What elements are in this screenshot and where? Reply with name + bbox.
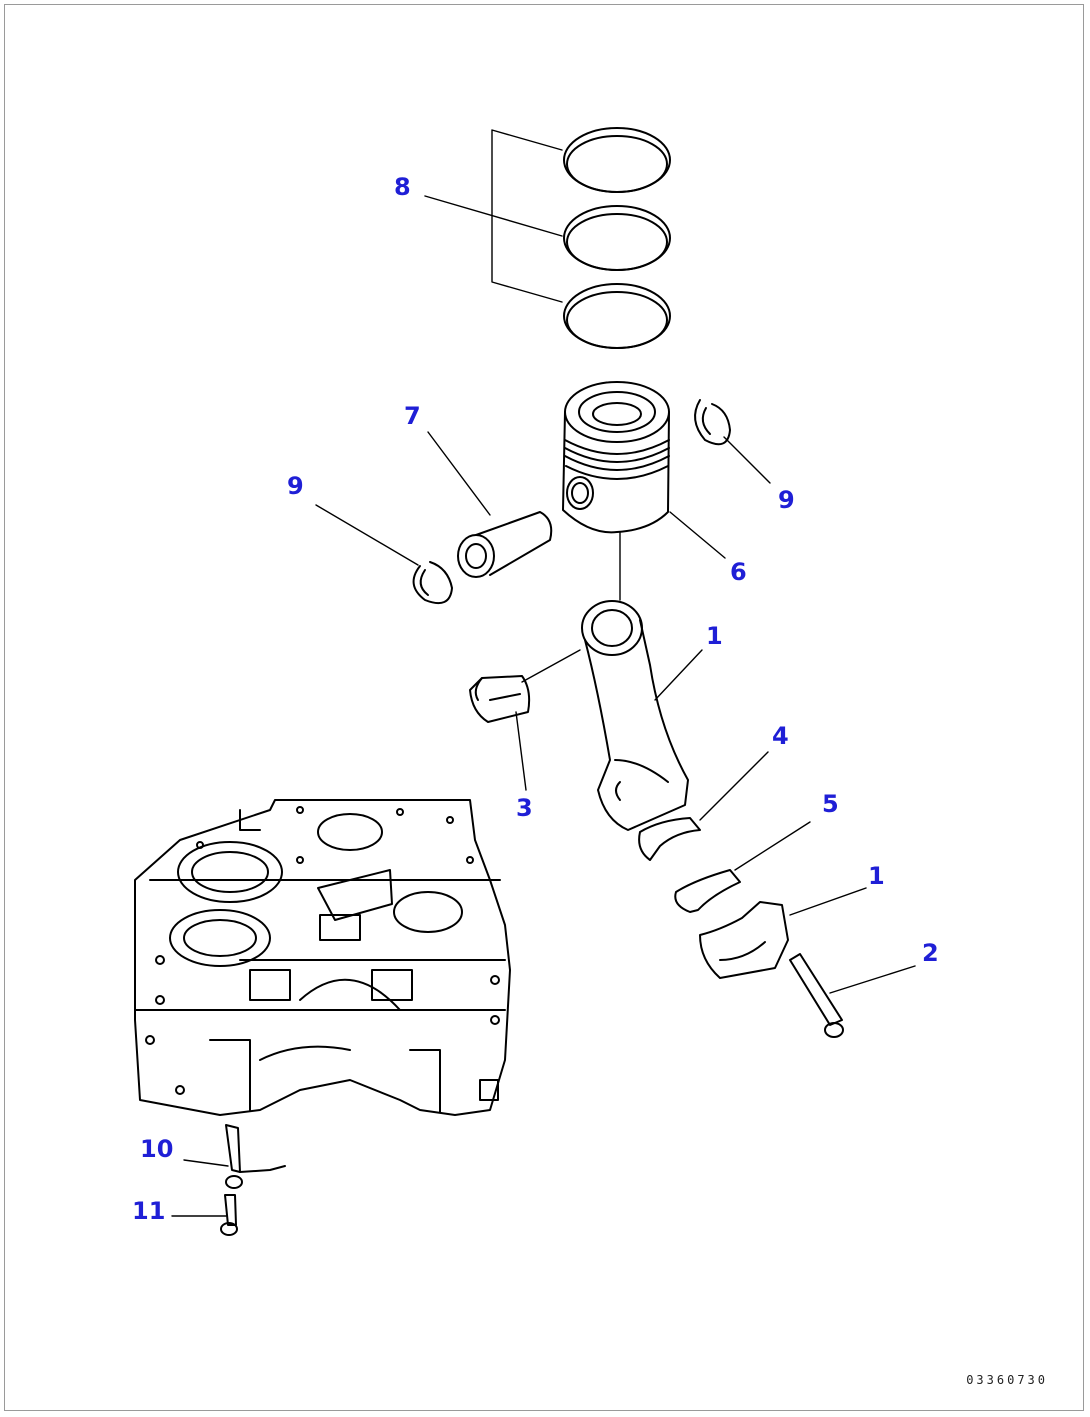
drawing-code: 03360730 (966, 1373, 1048, 1387)
snap-ring-right (694, 399, 731, 446)
callout-3[interactable]: 3 (516, 794, 533, 822)
callout-9-left[interactable]: 9 (287, 472, 304, 500)
connecting-rod-cap (699, 901, 789, 979)
callout-9-right[interactable]: 9 (778, 486, 795, 514)
callout-2[interactable]: 2 (922, 939, 939, 967)
diagram-frame (4, 4, 1084, 1411)
callout-6[interactable]: 6 (730, 558, 747, 586)
bearing-shell-upper (638, 817, 701, 861)
callout-11[interactable]: 11 (132, 1197, 166, 1225)
piston (562, 381, 670, 534)
cylinder-block (134, 799, 511, 1116)
piston-pin (457, 511, 553, 578)
callout-1-rod[interactable]: 1 (706, 622, 723, 650)
callout-10[interactable]: 10 (140, 1135, 174, 1163)
connecting-rod-bolt (789, 953, 844, 1038)
callout-1-cap[interactable]: 1 (868, 862, 885, 890)
callout-7[interactable]: 7 (404, 402, 421, 430)
small-end-bushing (469, 675, 531, 723)
bearing-shell-lower (674, 869, 741, 913)
callout-4[interactable]: 4 (772, 722, 789, 750)
oil-jet-nozzle (225, 1124, 286, 1189)
nozzle-bolt (220, 1194, 238, 1236)
leader-lines (171, 129, 916, 1217)
piston-ring-set (563, 127, 671, 349)
connecting-rod (581, 600, 689, 831)
snap-ring-left (412, 561, 453, 604)
callout-5[interactable]: 5 (822, 790, 839, 818)
callout-8[interactable]: 8 (394, 173, 411, 201)
